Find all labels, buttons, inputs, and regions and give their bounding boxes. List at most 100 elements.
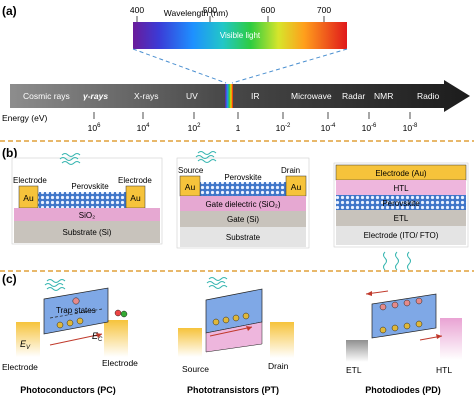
hole-icon — [391, 324, 399, 332]
pd-perovskite-layer — [336, 195, 466, 210]
hole-icon — [212, 318, 220, 326]
pt-au-left-label: Au — [185, 182, 196, 192]
hole-icon — [120, 310, 128, 318]
pc-trap-states-label: Trap states — [56, 306, 96, 315]
pd-htl-layer — [336, 180, 466, 195]
energy-tick-1e6: 106 — [88, 123, 101, 133]
pc-caption: Photoconductors (PC) — [20, 385, 116, 395]
pc-electrode-right-label: Electrode — [102, 358, 138, 368]
pt-drain-label: Drain — [281, 166, 300, 175]
pc-substrate-layer — [14, 221, 160, 243]
wavelength-tick-500: 500 — [203, 5, 217, 15]
pd-etl-label: ETL — [394, 214, 409, 223]
energy-tick-1e-4: 10-4 — [321, 123, 336, 133]
pd-htl-label: HTL — [393, 184, 409, 193]
pc-au-left-label: Au — [23, 193, 34, 203]
region-radio: Radio — [417, 91, 439, 101]
wavelength-tick-700: 700 — [317, 5, 331, 15]
hole-icon — [76, 317, 84, 325]
pd-etl-layer — [336, 210, 466, 226]
pd-htl-bar — [440, 318, 462, 360]
pc-electrode-left-label: Electrode — [2, 362, 38, 372]
pt-current-arrow — [209, 326, 253, 337]
wavelength-axis-label: Wavelength (nm) — [164, 8, 229, 18]
pc-current-arrow — [49, 333, 103, 346]
pt-drain-label: Drain — [268, 361, 289, 371]
light-wave-icon — [383, 251, 411, 271]
region-uv: UV — [186, 91, 198, 101]
pd-etl-label: ETL — [346, 365, 362, 375]
panel-b-label: (b) — [2, 146, 17, 160]
hole-icon — [222, 316, 230, 324]
pc-sio2-layer — [14, 208, 160, 221]
region-radar: Radar — [342, 91, 365, 101]
pc-perovskite-label: Perovskite — [71, 182, 109, 191]
pt-drain-bar — [270, 322, 294, 358]
pd-device-structure: Electrode (Au) HTL Perovskite ETL Electr… — [333, 162, 469, 271]
zoom-line-left — [132, 48, 227, 84]
pt-band-diagram: Source Drain Phototransistors (PT) — [178, 277, 294, 395]
region-cosmic-rays: Cosmic rays — [23, 91, 70, 101]
wavelength-tick-400: 400 — [130, 5, 144, 15]
hole-icon — [66, 319, 74, 327]
pt-gate-dielectric-label: Gate dielectric (SiO₂) — [205, 200, 280, 209]
pt-gate-layer — [180, 211, 306, 227]
wavelength-tick-600: 600 — [261, 5, 275, 15]
pc-device-structure: Electrode Electrode Perovskite Au Au SiO… — [11, 153, 163, 245]
energy-tick-1e-8: 10-8 — [403, 123, 418, 133]
electron-icon — [72, 297, 80, 305]
light-wave-icon — [195, 151, 217, 163]
zoom-line-right — [231, 48, 348, 84]
energy-tick-1e-2: 10-2 — [276, 123, 291, 133]
pt-substrate-label: Substrate — [226, 233, 261, 242]
region-ir: IR — [251, 91, 260, 101]
visible-band-marker — [225, 84, 233, 108]
pt-gate-dielectric-layer — [180, 196, 306, 211]
hole-icon — [232, 314, 240, 322]
pt-device-structure: Source Drain Perovskite Au Au Gate diele… — [176, 151, 310, 249]
electron-icon — [403, 299, 411, 307]
region-nmr: NMR — [374, 91, 393, 101]
pt-caption: Phototransistors (PT) — [187, 385, 279, 395]
hole-icon — [415, 320, 423, 328]
pc-ev-label: EV — [20, 339, 31, 351]
pd-htl-label: HTL — [436, 365, 452, 375]
visible-light-label: Visible light — [220, 31, 261, 40]
energy-tick-1e2: 102 — [188, 123, 201, 133]
region-gamma-rays: γ-rays — [83, 91, 108, 101]
pc-electrode-right-bar — [104, 320, 128, 357]
pc-perovskite-layer — [38, 192, 126, 208]
energy-ticks: 106 104 102 1 10-2 10-4 10-6 10-8 — [88, 112, 418, 133]
arrow-head-icon — [96, 333, 102, 338]
energy-tick-1e4: 104 — [137, 123, 150, 133]
pt-perovskite-layer — [180, 182, 306, 196]
pt-substrate-layer — [180, 227, 306, 247]
panel-c-label: (c) — [2, 272, 17, 286]
energy-tick-1e-6: 10-6 — [362, 123, 377, 133]
pd-perovskite-label: Perovskite — [382, 199, 420, 208]
pc-ec-label: EC — [92, 331, 103, 343]
hole-icon — [403, 322, 411, 330]
pc-band-diagram: Trap states EV EC Electrode Electrode Ph… — [2, 279, 138, 395]
hole-icon — [242, 312, 250, 320]
pt-source-label: Source — [178, 166, 204, 175]
pd-band-diagram: ETL HTL Photodiodes (PD) — [346, 290, 462, 395]
em-region-labels: Cosmic rays γ-rays X-rays UV IR Microwav… — [23, 91, 439, 101]
pc-electrode-right-label: Electrode — [118, 176, 152, 185]
visible-spectrum-bar — [133, 22, 347, 49]
light-wave-icon — [59, 153, 81, 165]
region-x-rays: X-rays — [134, 91, 159, 101]
arrow-head-icon — [436, 334, 442, 339]
pc-trap-level — [49, 308, 103, 319]
pd-electrode-bottom-label: Electrode (ITO/ FTO) — [364, 231, 439, 240]
hole-icon — [379, 326, 387, 334]
pc-electrode-left-bar — [16, 322, 40, 357]
light-wave-icon — [206, 277, 228, 289]
arrow-head-icon — [366, 291, 372, 296]
region-microwave: Microwave — [291, 91, 332, 101]
pd-caption: Photodiodes (PD) — [365, 385, 441, 395]
pd-etl-bar — [346, 340, 368, 362]
electron-icon — [415, 297, 423, 305]
